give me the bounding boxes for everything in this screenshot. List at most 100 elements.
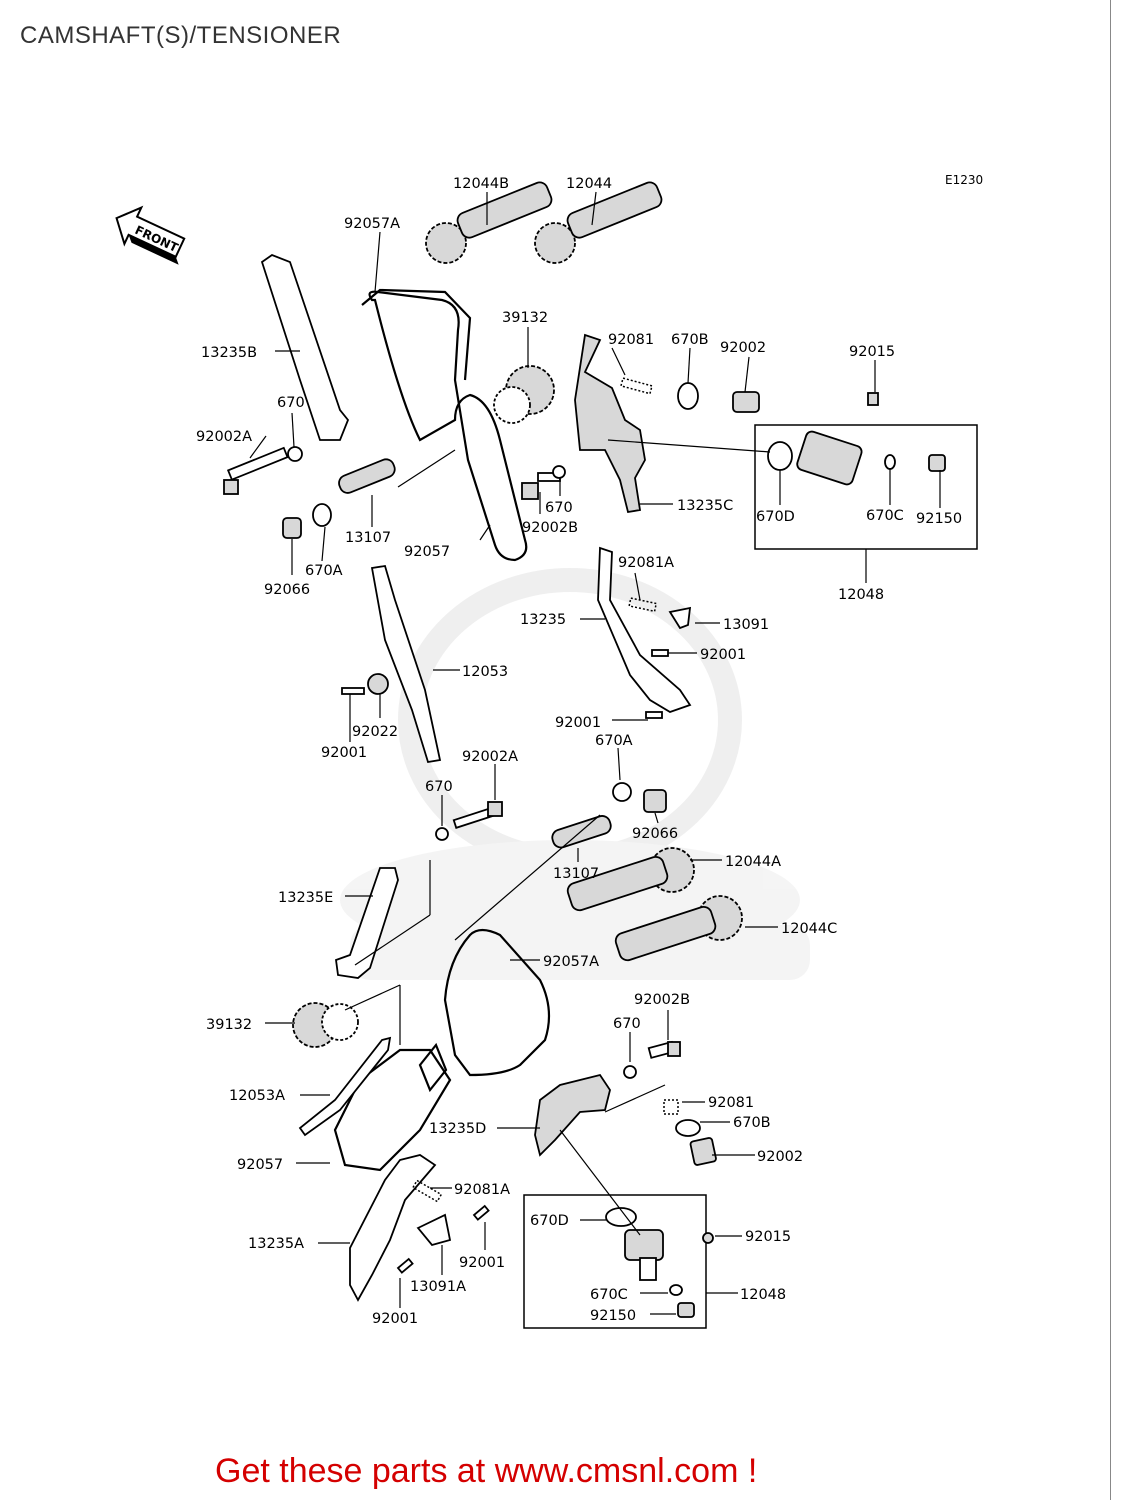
- bolt-92001-b-icon: [645, 711, 663, 719]
- callout-92002A: 92002A: [196, 429, 252, 445]
- o-ring-670-lower-b-icon: [623, 1065, 637, 1079]
- chain-guide-13235E-icon: [335, 867, 399, 979]
- callout-12053: 12053: [462, 664, 508, 680]
- bolt-92001-d-icon: [472, 1204, 490, 1221]
- callout-12044C: 12044C: [781, 921, 837, 937]
- callout-92022: 92022: [352, 724, 398, 740]
- cam-chain-92057A-lower-icon: [443, 928, 551, 1077]
- callout-92002: 92002: [720, 340, 766, 356]
- plug-92002-lower-icon: [689, 1137, 717, 1166]
- callout-92057A: 92057A: [344, 216, 400, 232]
- camshaft-12044C-icon: [614, 895, 743, 962]
- bolt-92002A-upper-icon: [223, 446, 289, 495]
- diagram-code: E1230: [945, 173, 983, 187]
- callout-13091A: 13091A: [410, 1279, 466, 1295]
- callout-92057A-b: 92057A: [543, 954, 599, 970]
- tensioner-assembly-12048-lower-box: [523, 1194, 707, 1329]
- callout-92057-b: 92057: [237, 1157, 283, 1173]
- o-ring-670D-lower-icon: [605, 1207, 637, 1227]
- spring-92081A-lower-icon: [411, 1179, 443, 1203]
- callout-670-c: 670: [425, 779, 453, 795]
- tensioner-arm-13235C-icon: [574, 333, 646, 514]
- bracket-13091A-icon: [416, 1213, 452, 1247]
- bolt-92002B-upper-icon: [521, 472, 561, 500]
- bolt-92002A-lower-icon: [452, 801, 503, 829]
- bolt-92002B-lower-icon: [647, 1040, 681, 1059]
- bolt-92001-c-icon: [341, 687, 365, 695]
- front-arrow-icon: FRONT: [115, 205, 186, 265]
- o-ring-670-upper-icon: [287, 446, 303, 462]
- callout-92002B-b: 92002B: [634, 992, 690, 1008]
- callout-13235C: 13235C: [677, 498, 733, 514]
- bolt-92015-lower-icon: [702, 1232, 714, 1244]
- callout-92057: 92057: [404, 544, 450, 560]
- shaft-13107-upper-icon: [338, 458, 396, 494]
- o-ring-670B-lower-icon: [675, 1119, 701, 1137]
- callout-670C-b: 670C: [590, 1287, 628, 1303]
- callout-670: 670: [277, 395, 305, 411]
- spring-92081-lower-icon: [663, 1099, 679, 1115]
- callout-670C: 670C: [866, 508, 904, 524]
- tensioner-arm-13235-icon: [597, 546, 692, 713]
- camshaft-12044-icon: [534, 181, 663, 264]
- cta-link[interactable]: Get these parts at www.cmsnl.com !: [215, 1452, 758, 1490]
- callout-670B-b: 670B: [733, 1115, 771, 1131]
- callout-92002-b: 92002: [757, 1149, 803, 1165]
- leader-lines: [249, 191, 941, 1315]
- callout-92001-b: 92001: [321, 745, 367, 761]
- callout-13107: 13107: [345, 530, 391, 546]
- tensioner-arm-13235A-icon: [349, 1154, 437, 1302]
- exploded-parts-diagram: E1230 FRONT: [115, 173, 983, 1329]
- plug-92066-lower-icon: [643, 789, 667, 813]
- callout-92015: 92015: [849, 344, 895, 360]
- chain-guide-13235B-icon: [260, 253, 350, 441]
- callout-labels: 12044B 12044 92057A 39132 92081 670B 920…: [196, 176, 962, 1327]
- bolt-92150-lower-icon: [677, 1302, 695, 1318]
- callout-92066: 92066: [264, 582, 310, 598]
- camshaft-12044B-icon: [425, 181, 553, 264]
- callout-13235A: 13235A: [248, 1236, 304, 1252]
- callout-92001-c: 92001: [555, 715, 601, 731]
- callout-670D: 670D: [756, 509, 795, 525]
- callout-92002A-b: 92002A: [462, 749, 518, 765]
- callout-92081-b: 92081: [708, 1095, 754, 1111]
- callout-12044B: 12044B: [453, 176, 509, 192]
- callout-39132: 39132: [502, 310, 548, 326]
- bracket-13091-icon: [668, 606, 692, 630]
- o-ring-670A-lower-icon: [612, 782, 632, 802]
- callout-12048: 12048: [838, 587, 884, 603]
- tensioner-12048-lower-icon: [624, 1229, 664, 1281]
- callout-39132-b: 39132: [206, 1017, 252, 1033]
- plug-92002-upper-icon: [732, 391, 760, 413]
- camshaft-12044A-icon: [566, 847, 695, 912]
- o-ring-670D-upper-icon: [767, 441, 793, 471]
- cam-chain-92057A-icon: [368, 290, 528, 562]
- callout-12044: 12044: [566, 176, 612, 192]
- chain-guide-12053A-icon: [298, 1036, 392, 1137]
- tensioner-12048-upper-icon: [796, 392, 879, 486]
- o-ring-670C-lower-icon: [669, 1284, 683, 1296]
- callout-670A-b: 670A: [595, 733, 633, 749]
- callout-92150: 92150: [916, 511, 962, 527]
- washer-92022-icon: [367, 673, 389, 695]
- page-divider: [1110, 0, 1111, 1500]
- callout-670-b: 670: [545, 500, 573, 516]
- spring-92081-upper-icon: [620, 377, 653, 395]
- callout-92001-a: 92001: [700, 647, 746, 663]
- gear-39132-upper-icon: [493, 365, 555, 424]
- callout-92015-b: 92015: [745, 1229, 791, 1245]
- callout-92066-b: 92066: [632, 826, 678, 842]
- callout-12048-b: 12048: [740, 1287, 786, 1303]
- shaft-13107-lower-icon: [551, 815, 612, 849]
- callout-92081A: 92081A: [618, 555, 674, 571]
- callout-92002B: 92002B: [522, 520, 578, 536]
- bolt-92001-a-icon: [651, 649, 669, 657]
- tensioner-arm-13235D-icon: [534, 1073, 611, 1157]
- callout-13235B: 13235B: [201, 345, 257, 361]
- chain-guide-12053-icon: [370, 564, 442, 764]
- bolt-92001-e-icon: [396, 1257, 414, 1274]
- spring-92081A-upper-icon: [628, 597, 658, 613]
- page-title: CAMSHAFT(S)/TENSIONER: [20, 22, 342, 49]
- callout-670A: 670A: [305, 563, 343, 579]
- plug-92066-upper-icon: [282, 517, 302, 539]
